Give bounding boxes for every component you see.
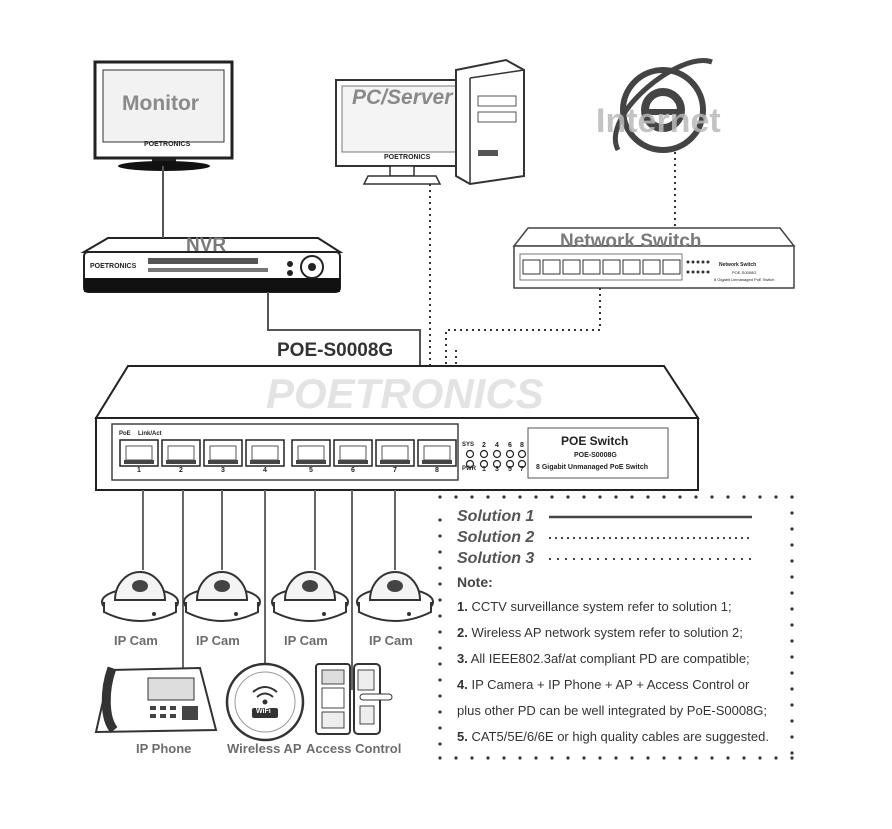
wireless-ap-icon	[225, 662, 305, 742]
status-led	[517, 459, 527, 469]
led-number-label: 8	[520, 442, 524, 449]
switch-panel-desc: 8 Gigabit Unmanaged PoE Switch	[536, 464, 649, 471]
internet-label: Internet	[596, 102, 721, 140]
ap-badge: WiFi	[256, 708, 271, 715]
note-line: 5. CAT5/5E/6/6E or high quality cables a…	[457, 729, 769, 744]
monitor-brand: POETRONICS	[144, 141, 191, 148]
ns-small-model: POE-S0008G	[732, 270, 757, 275]
ns-small-desc: 8 Gigabit Unmanaged PoE Switch	[714, 277, 775, 282]
status-led	[505, 459, 515, 469]
rj45-port	[642, 259, 661, 275]
switch-watermark: POETRONICS	[266, 370, 544, 417]
port-number-label: 8	[435, 467, 439, 474]
nvr-label: NVR	[186, 235, 227, 256]
ip-phone-label: IP Phone	[136, 741, 192, 756]
network-switch-label: Network Switch	[560, 231, 702, 252]
solution-2-label: Solution 2	[457, 529, 535, 546]
port-number-label: 3	[221, 467, 225, 474]
dome-camera-icon	[356, 571, 434, 622]
rj45-port	[602, 259, 621, 275]
note-number: 1.	[457, 599, 468, 614]
pc-server-icon	[335, 58, 525, 186]
status-led	[479, 459, 489, 469]
switch-panel-model: POE-S0008G	[574, 452, 617, 459]
label-link-act: Link/Act	[138, 431, 162, 437]
led-number-label: 5	[508, 466, 512, 473]
note-line: 3. All IEEE802.3af/at compliant PD are c…	[457, 651, 750, 666]
note-text: All IEEE802.3af/at compliant PD are comp…	[467, 651, 750, 666]
note-number: 4.	[457, 677, 468, 692]
port-number-label: 5	[309, 467, 313, 474]
note-line: 2. Wireless AP network system refer to s…	[457, 625, 743, 640]
ip-cam-label: IP Cam	[369, 633, 413, 648]
ip-cam-label: IP Cam	[284, 633, 328, 648]
led-number-label: 1	[482, 466, 486, 473]
monitor-icon	[93, 60, 234, 171]
legend-line-samples	[549, 515, 752, 560]
note-line: 4. IP Camera + IP Phone + AP + Access Co…	[457, 677, 749, 692]
network-switch-icon	[512, 227, 796, 289]
status-led	[492, 449, 502, 459]
switch-model-heading: POE-S0008G	[277, 340, 394, 361]
ip-cam-label: IP Cam	[114, 633, 158, 648]
solution-1-label: Solution 1	[457, 508, 535, 525]
switch-panel-title: POE Switch	[561, 434, 629, 448]
note-number: 2.	[457, 625, 468, 640]
legend-box	[438, 495, 794, 760]
ns-small-title: Network Switch	[719, 262, 757, 268]
note-number: 3.	[457, 651, 468, 666]
ip-phone-icon	[94, 666, 218, 734]
dome-camera-icon	[101, 571, 179, 622]
status-led	[517, 449, 527, 459]
status-led	[505, 449, 515, 459]
note-text: CCTV surveillance system refer to soluti…	[467, 599, 732, 614]
led-number-label: 2	[482, 442, 486, 449]
dome-camera-icon	[183, 571, 261, 622]
internet-explorer-icon	[613, 58, 713, 153]
rj45-port	[662, 259, 681, 275]
led-number-label: 6	[508, 442, 512, 449]
note-text: Wireless AP network system refer to solu…	[467, 625, 743, 640]
note-text: IP Camera + IP Phone + AP + Access Contr…	[467, 677, 750, 692]
wireless-ap-label: Wireless AP	[227, 741, 302, 756]
port-number-label: 1	[137, 467, 141, 474]
solution-3-label: Solution 3	[457, 550, 535, 567]
note-text: CAT5/5E/6/6E or high quality cables are …	[467, 729, 769, 744]
access-control-icon	[315, 663, 393, 735]
rj45-port	[582, 259, 601, 275]
pc-server-label: PC/Server	[352, 86, 453, 109]
note-line: 1. CCTV surveillance system refer to sol…	[457, 599, 732, 614]
rj45-port	[542, 259, 561, 275]
nvr-brand: POETRONICS	[90, 263, 137, 270]
pc-brand: POETRONICS	[384, 154, 431, 161]
dome-camera-icon	[271, 571, 349, 622]
port-number-label: 7	[393, 467, 397, 474]
port-number-label: 6	[351, 467, 355, 474]
note-number: 5.	[457, 729, 468, 744]
label-sys: SYS	[462, 442, 475, 448]
poe-switch-icon	[94, 365, 700, 491]
port-number-label: 4	[263, 467, 267, 474]
dome-cameras	[101, 571, 434, 622]
monitor-label: Monitor	[122, 92, 199, 115]
note-line: plus other PD can be well integrated by …	[457, 703, 767, 718]
rj45-port	[622, 259, 641, 275]
led-number-label: 4	[495, 442, 499, 449]
led-number-label: 7	[520, 466, 524, 473]
status-led	[492, 459, 502, 469]
port-number-label: 2	[179, 467, 183, 474]
status-led	[479, 449, 489, 459]
ip-cam-label: IP Cam	[196, 633, 240, 648]
note-title: Note:	[457, 574, 493, 590]
rj45-port	[522, 259, 541, 275]
led-number-label: 3	[495, 466, 499, 473]
access-control-label: Access Control	[306, 741, 402, 756]
label-poe: PoE	[119, 431, 131, 437]
endpoint-wires	[142, 490, 396, 690]
label-pwr: PWR	[462, 466, 476, 472]
rj45-port	[562, 259, 581, 275]
nvr-icon	[80, 237, 344, 293]
note-text: plus other PD can be well integrated by …	[457, 703, 768, 718]
